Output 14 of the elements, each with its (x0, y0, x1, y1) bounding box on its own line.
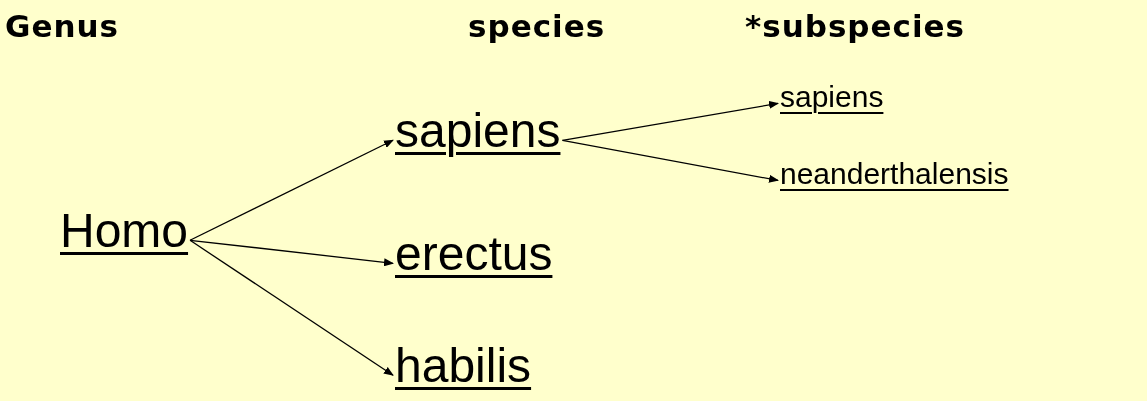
taxon-name: sapiens (393, 105, 563, 164)
column-heading: *subspecies (745, 8, 966, 44)
taxon-name: Homo (58, 205, 191, 264)
arrow (561, 101, 779, 141)
arrow (189, 239, 394, 376)
taxon-name: sapiens (778, 80, 886, 119)
arrow (189, 239, 394, 267)
column-heading: Genus (5, 8, 120, 44)
taxon-name: habilis (393, 340, 534, 399)
column-heading: species (468, 8, 606, 44)
arrow (189, 139, 394, 241)
taxon-name: neanderthalensis (778, 157, 1011, 196)
arrow (561, 139, 779, 183)
taxon-name: erectus (393, 228, 555, 287)
